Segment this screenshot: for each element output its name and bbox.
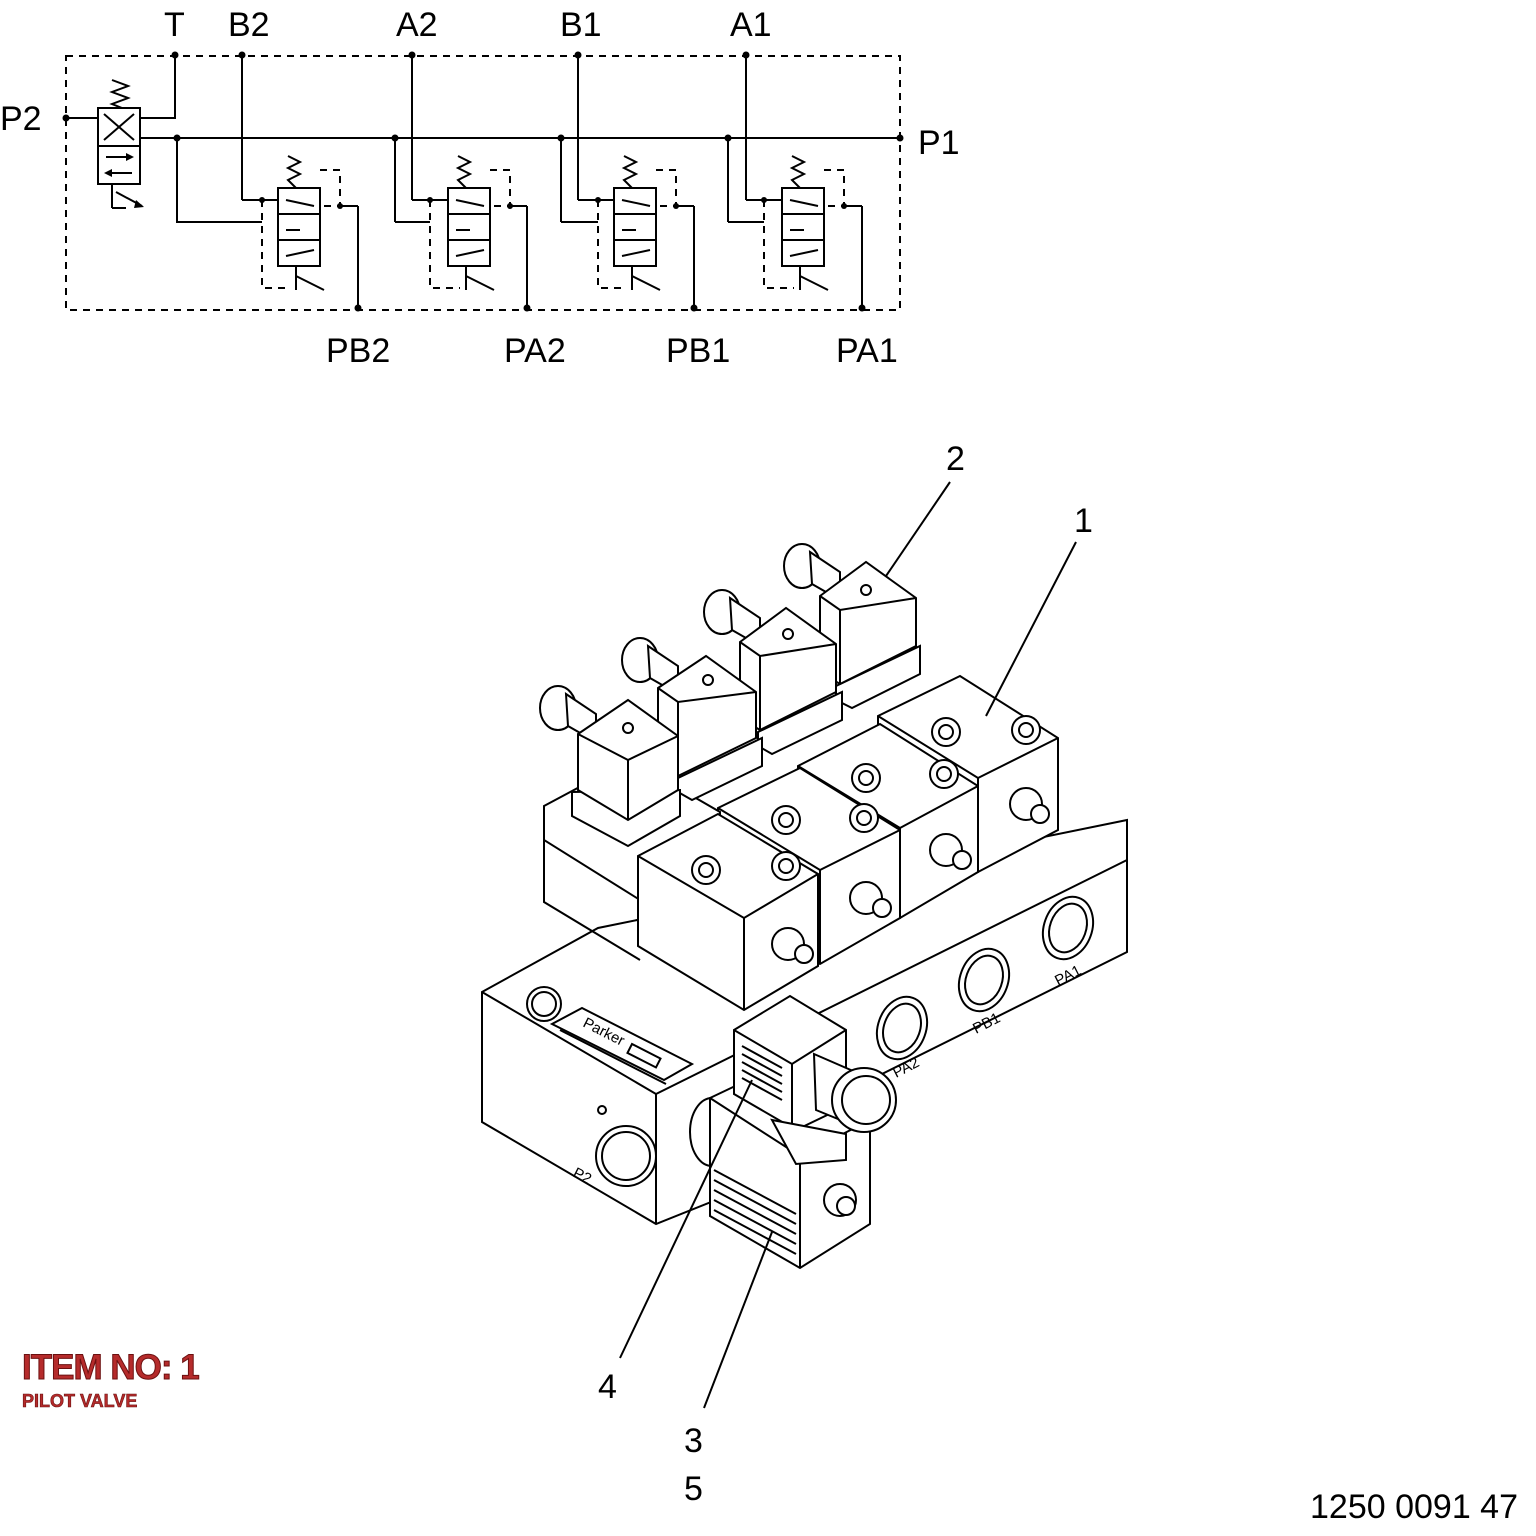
leader-2 bbox=[885, 481, 951, 577]
port-label-a1: A1 bbox=[730, 6, 772, 44]
port-label-pa1: PA1 bbox=[836, 332, 898, 370]
port-label-p2: P2 bbox=[0, 100, 42, 138]
port-label-pb1: PB1 bbox=[666, 332, 730, 370]
callout-3: 3 bbox=[684, 1422, 703, 1460]
callout-1: 1 bbox=[1074, 502, 1093, 540]
hydraulic-schematic: T B2 A2 B1 A1 P2 P1 PB2 PA2 PB1 PA1 bbox=[0, 6, 960, 370]
pilot-valve-symbol-b2 bbox=[238, 51, 362, 312]
port-label-p1: P1 bbox=[918, 124, 960, 162]
solenoid-connector-2 bbox=[621, 637, 763, 802]
solenoid-connector-3 bbox=[703, 589, 843, 756]
callout-5: 5 bbox=[684, 1470, 703, 1508]
port-p2-marking: P2 bbox=[570, 1164, 594, 1187]
port-label-b2: B2 bbox=[228, 6, 270, 44]
pilot-valve-symbol-b1 bbox=[557, 51, 698, 312]
leader-3 bbox=[703, 1231, 773, 1409]
pilot-valve-symbol-a1 bbox=[724, 51, 866, 312]
port-label-pb2: PB2 bbox=[326, 332, 390, 370]
schematic-enclosure bbox=[65, 55, 901, 311]
callout-2: 2 bbox=[946, 440, 965, 478]
valve-assembly-illustration: Parker P2 PA2 PB1 PA1 bbox=[481, 440, 1128, 1508]
callout-4: 4 bbox=[598, 1368, 617, 1406]
item-number-title: ITEM NO: 1 bbox=[22, 1348, 201, 1387]
leader-1 bbox=[985, 541, 1077, 717]
port-label-a2: A2 bbox=[396, 6, 438, 44]
shuttle-valve-symbol bbox=[97, 79, 144, 209]
pilot-valve-symbol-a2 bbox=[391, 51, 531, 312]
solenoid-connector-4 bbox=[783, 543, 921, 710]
port-label-pa2: PA2 bbox=[504, 332, 566, 370]
port-label-t: T bbox=[164, 6, 185, 44]
item-description: PILOT VALVE bbox=[22, 1391, 138, 1411]
port-label-b1: B1 bbox=[560, 6, 602, 44]
p2-port-dot bbox=[62, 114, 70, 122]
p1-port-dot bbox=[896, 134, 904, 142]
solenoid-connector-1 bbox=[539, 685, 681, 848]
leader-4 bbox=[619, 1079, 753, 1359]
shuttle-valve-connector bbox=[733, 994, 897, 1166]
drawing-number: 1250 0091 47 bbox=[1310, 1488, 1518, 1526]
